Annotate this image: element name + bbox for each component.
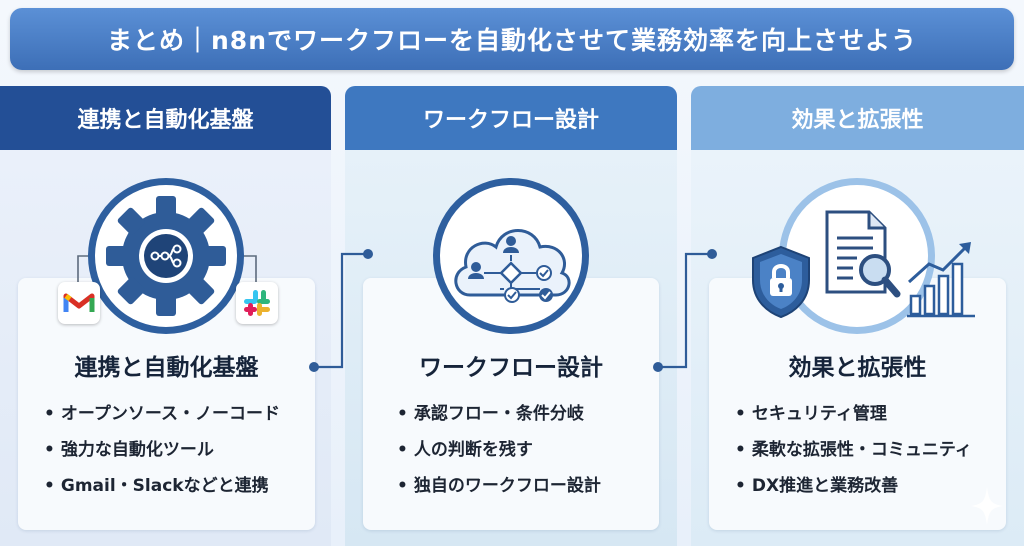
shield-lock-icon	[752, 245, 810, 319]
column-header-label: ワークフロー設計	[422, 108, 599, 133]
column-header: ワークフロー設計	[345, 86, 677, 150]
page-title: まとめ｜n8nでワークフローを自動化させて業務効率を向上させよう	[107, 26, 917, 55]
title-banner: まとめ｜n8nでワークフローを自動化させて業務効率を向上させよう	[10, 8, 1014, 70]
list-item: 人の判断を残す	[397, 432, 601, 468]
list-item: Gmail・Slackなどと連携	[44, 468, 280, 504]
feature-list: 承認フロー・条件分岐 人の判断を残す 独自のワークフロー設計	[397, 396, 601, 504]
list-item: 強力な自動化ツール	[44, 432, 280, 468]
connector-col1-col2	[309, 249, 373, 372]
column-header-label: 効果と拡張性	[791, 108, 924, 133]
gear-icon	[106, 196, 226, 316]
column-body: 連携と自動化基盤 オープンソース・ノーコード 強力な自動化ツール Gmail・S…	[0, 150, 331, 546]
column-header-label: 連携と自動化基盤	[77, 108, 254, 133]
feature-list: セキュリティ管理 柔軟な拡張性・コミュニティ DX推進と業務改善	[735, 396, 972, 504]
sparkle-icon	[971, 487, 1003, 525]
card-title: 効果と拡張性	[788, 355, 927, 381]
gmail-icon	[58, 282, 100, 324]
card-title: ワークフロー設計	[419, 355, 603, 381]
card-title: 連携と自動化基盤	[74, 355, 259, 381]
list-item: 独自のワークフロー設計	[397, 468, 601, 504]
list-item: 柔軟な拡張性・コミュニティ	[735, 432, 972, 468]
list-item: オープンソース・ノーコード	[44, 396, 280, 432]
list-item: セキュリティ管理	[735, 396, 972, 432]
column-integration: 連携と自動化基盤 連携と自動化基盤 オープンソース・ノーコード 強力な自動化ツー…	[0, 86, 331, 546]
column-body: ワークフロー設計 承認フロー・条件分岐 人の判断を残す 独自のワークフロー設計	[345, 150, 677, 546]
gear-circle	[88, 178, 244, 334]
list-item: DX推進と業務改善	[735, 468, 972, 504]
list-item: 承認フロー・条件分岐	[397, 396, 601, 432]
workflow-circle	[433, 178, 589, 334]
connector-col2-col3	[653, 249, 717, 372]
column-workflow: ワークフロー設計 ワークフロー設計 承認フロー・条件分岐 人の判断を残す 独自の…	[345, 86, 677, 546]
column-effects: 効果と拡張性 効果と拡張性 セキュリティ管理 柔軟な拡張性・コミュニティ DX推…	[691, 86, 1024, 546]
column-header: 連携と自動化基盤	[0, 86, 331, 150]
growth-chart-icon	[907, 242, 975, 318]
document-search-icon	[825, 210, 901, 298]
column-body: 効果と拡張性 セキュリティ管理 柔軟な拡張性・コミュニティ DX推進と業務改善	[691, 150, 1024, 546]
slack-icon	[236, 282, 278, 324]
column-header: 効果と拡張性	[691, 86, 1024, 150]
feature-list: オープンソース・ノーコード 強力な自動化ツール Gmail・Slackなどと連携	[44, 396, 280, 504]
cloud-workflow-icon	[454, 229, 571, 303]
